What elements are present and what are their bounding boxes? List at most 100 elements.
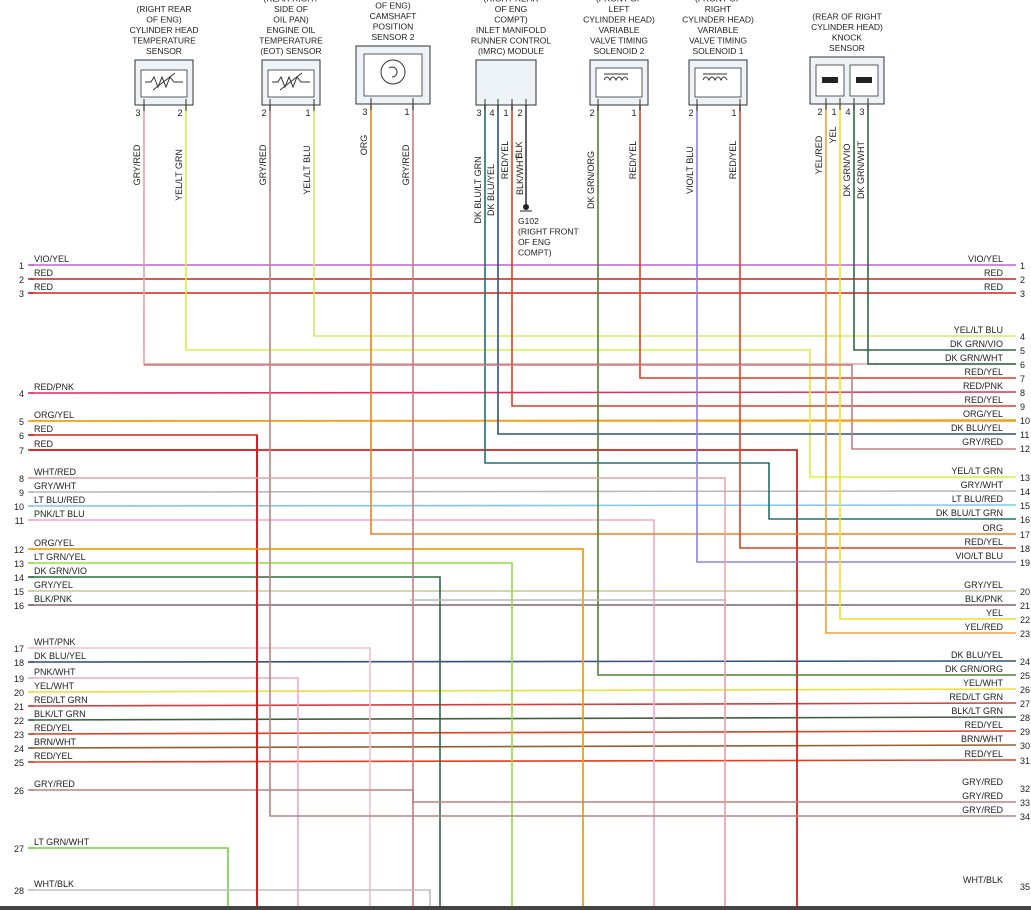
wire-label-vertical-12: RED/YEL xyxy=(628,141,638,180)
left-pin-11: 11 xyxy=(15,516,24,526)
component-ks-label-1: (REAR OF RIGHT xyxy=(812,12,881,22)
right-pin-30: 30 xyxy=(1020,741,1030,751)
right-pin-33-label: GRY/RED xyxy=(962,791,1003,801)
left-pin-19-label: PNK/WHT xyxy=(34,667,76,677)
left-pin-22: 22 xyxy=(14,716,24,726)
wire-bus-4 xyxy=(29,391,1017,394)
component-vvt1-label-3: CYLINDER HEAD) xyxy=(682,15,754,25)
left-pin-26: 26 xyxy=(14,786,24,796)
solenoid-coil-icon xyxy=(702,76,728,82)
left-pin-12-label: ORG/YEL xyxy=(34,538,74,548)
pcm-connector-edge xyxy=(0,906,1031,910)
left-pin-10: 10 xyxy=(14,502,24,512)
left-pin-16: 16 xyxy=(14,601,24,611)
left-pin-15: 15 xyxy=(14,587,24,597)
right-pin-35: 35 xyxy=(1020,882,1030,892)
coil-frame xyxy=(694,67,742,98)
right-pin-12-label: GRY/RED xyxy=(962,437,1003,447)
wire-bus-16 xyxy=(29,759,1017,763)
right-pin-24: 24 xyxy=(1020,657,1030,667)
wire-label-vertical-7: DK BLU/LT GRN xyxy=(473,156,483,223)
left-pin-25: 25 xyxy=(14,758,24,768)
left-pin-22-label: BLK/LT GRN xyxy=(34,709,86,719)
component-vvt1-label-6: SOLENOID 1 xyxy=(692,46,743,56)
wire-component-4 xyxy=(313,105,1016,337)
left-pin-23-label: RED/YEL xyxy=(34,723,73,733)
thermistor-arrow-icon xyxy=(152,72,176,91)
right-pin-29-label: RED/YEL xyxy=(964,720,1003,730)
left-pin-6: 6 xyxy=(19,431,24,441)
component-vvt1-pin-2: 2 xyxy=(688,108,693,118)
wire-bus-14 xyxy=(29,730,1017,735)
left-pin-24: 24 xyxy=(14,744,24,754)
right-pin-20-label: GRY/YEL xyxy=(964,580,1003,590)
component-cmp-label-5: SENSOR 2 xyxy=(372,32,415,42)
connector-pins: 1VIO/YEL2RED3RED4RED/PNK5ORG/YEL6RED7RED… xyxy=(14,254,1030,896)
right-pin-3: 3 xyxy=(1020,289,1025,299)
left-pin-3: 3 xyxy=(19,289,24,299)
wire-gry-wht-drop xyxy=(410,599,726,906)
right-pin-10: 10 xyxy=(1020,416,1030,426)
sensor-arrow-icon xyxy=(388,66,398,78)
right-pin-11-label: DK BLU/YEL xyxy=(951,423,1003,433)
left-pin-20-label: YEL/WHT xyxy=(34,681,75,691)
right-pin-8-label: RED/PNK xyxy=(963,381,1003,391)
wire-component-9 xyxy=(511,105,1016,407)
left-pin-5-label: ORG/YEL xyxy=(34,410,74,420)
wire-bus-13 xyxy=(29,716,1017,721)
component-chts-label-2: OF ENG) xyxy=(146,15,182,25)
wire-left-drop-3 xyxy=(30,519,655,906)
right-pin-11: 11 xyxy=(1020,430,1029,440)
hall-sensor-icon xyxy=(380,59,406,85)
right-pin-13: 13 xyxy=(1020,473,1030,483)
wire-label-vertical-16: YEL xyxy=(828,126,838,143)
left-pin-15-label: GRY/YEL xyxy=(34,580,73,590)
component-imrc-pin-3: 3 xyxy=(476,108,481,118)
wire-bus-6 xyxy=(29,490,1017,493)
wire-left-drop-11 xyxy=(30,889,431,906)
component-imrc-pin-2: 2 xyxy=(517,108,522,118)
component-eot-label-6: (EOT) SENSOR xyxy=(260,46,321,56)
right-pin-20: 20 xyxy=(1020,587,1030,597)
component-vvt2-label-4: VARIABLE xyxy=(599,25,640,35)
right-pin-17: 17 xyxy=(1020,530,1030,540)
wire-bus-11 xyxy=(29,688,1017,693)
right-pin-19: 19 xyxy=(1020,558,1030,568)
component-ks-pin-1: 1 xyxy=(831,107,836,117)
wire-label-vertical-6: GRY/RED xyxy=(401,144,411,185)
right-pin-31: 31 xyxy=(1020,756,1030,766)
component-vvt1-pin-1: 1 xyxy=(731,108,736,118)
component-cmp: (REAR LEFTOF ENG)CAMSHAFTPOSITIONSENSOR … xyxy=(355,1,431,117)
right-pin-28: 28 xyxy=(1020,713,1030,723)
component-ks-pin-4: 4 xyxy=(845,107,850,117)
wire-wht-red-drop xyxy=(30,477,726,906)
left-pin-9: 9 xyxy=(19,488,24,498)
wire-org-yel-drop xyxy=(30,548,584,906)
right-pin-6-label: DK GRN/WHT xyxy=(945,353,1003,363)
component-eot-pin-1: 1 xyxy=(305,108,310,118)
right-pin-25: 25 xyxy=(1020,671,1030,681)
component-vvt2-pin-1: 1 xyxy=(631,108,636,118)
wire-component-11 xyxy=(639,105,1016,379)
left-pin-27-label: LT GRN/WHT xyxy=(34,837,90,847)
left-pin-9-label: GRY/WHT xyxy=(34,481,77,491)
left-pin-2: 2 xyxy=(19,275,24,285)
left-pin-12: 12 xyxy=(14,545,24,555)
wire-label-vertical-10: BLK xyxy=(514,141,524,158)
component-imrc-label-2: OF ENG xyxy=(495,4,528,14)
wire-bus-15 xyxy=(29,744,1017,749)
wire-component-1 xyxy=(143,105,1016,365)
component-cmp-pin-1: 1 xyxy=(404,107,409,117)
wire-left-drop-10 xyxy=(30,847,229,906)
left-pin-4-label: RED/PNK xyxy=(34,382,74,392)
wire-label-vertical-14: RED/YEL xyxy=(728,141,738,180)
left-pin-21-label: RED/LT GRN xyxy=(34,695,88,705)
ground-label-2: (RIGHT FRONT xyxy=(518,227,579,237)
wire-left-drop-7 xyxy=(30,647,371,906)
wire-label-vertical-2: YEL/LT GRN xyxy=(174,149,184,201)
right-pin-14: 14 xyxy=(1020,487,1030,497)
resistor-frame xyxy=(267,69,315,98)
